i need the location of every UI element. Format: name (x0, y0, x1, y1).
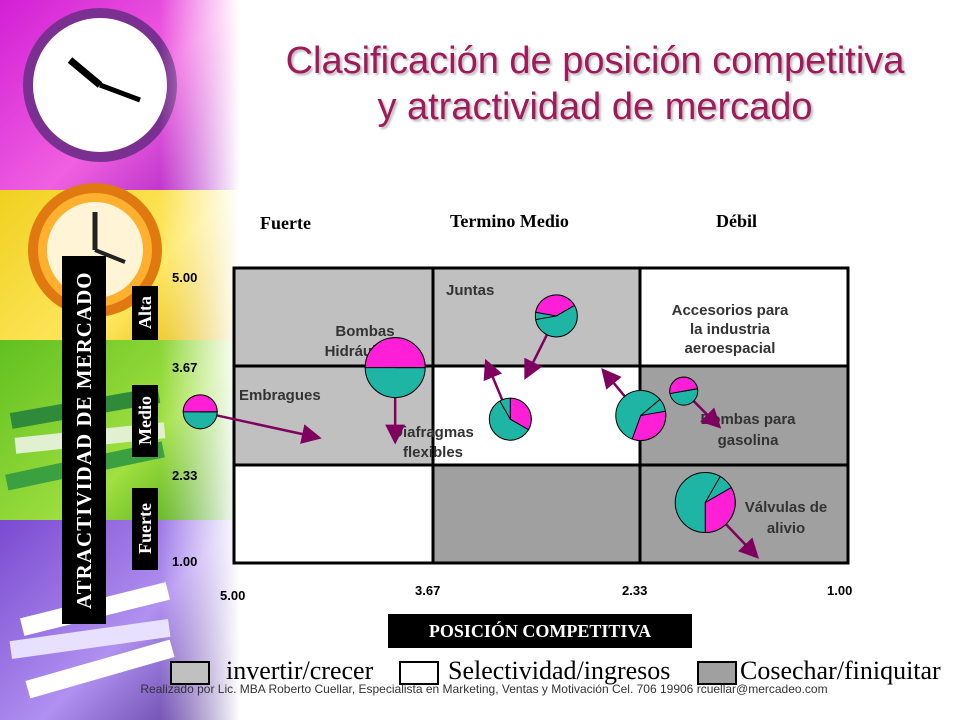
matrix-cell-2-1 (431, 463, 642, 565)
label-bombas-hidraulicas-1: Bombas (335, 323, 394, 340)
business-pie-divider-5 (640, 399, 661, 416)
label-accesorios-3: aeroespacial (685, 340, 776, 357)
business-pie-share-4 (509, 397, 532, 431)
matrix-cell-1-1 (431, 364, 642, 467)
label-valvulas-1: Válvulas de (745, 499, 828, 516)
column-header-strong: Fuerte (260, 213, 311, 233)
business-pie-share-3 (182, 394, 218, 413)
business-arrow-5 (601, 367, 626, 398)
business-pie-share-1 (364, 337, 426, 369)
business-pie-divider-6 (704, 476, 721, 503)
business-bubble-0 (524, 294, 578, 380)
title-line-2: y atractividad de mercado (377, 86, 813, 128)
label-embragues: Embragues (239, 387, 321, 404)
business-arrow-2 (692, 400, 722, 429)
label-diafragmas-1: Diafragmas (392, 424, 474, 441)
business-pie-divider-0 (535, 315, 557, 321)
business-bubble-6 (674, 472, 759, 559)
x-axis-title: POSICIÓN COMPETITIVA (388, 614, 692, 648)
legend-swatch-selectivity (399, 661, 439, 685)
business-pie-divider-4 (499, 400, 511, 420)
label-accesorios-2: la industria (690, 321, 771, 338)
label-valvulas-2: alivio (767, 520, 805, 537)
label-juntas: Juntas (446, 282, 494, 299)
business-bubble-4 (483, 358, 532, 441)
decorative-side-image (0, 0, 240, 720)
business-bubble-3 (182, 394, 322, 444)
label-accesorios-1: Accesorios para (672, 302, 789, 319)
matrix-cell-0-2 (638, 266, 850, 368)
business-arrow-3 (216, 414, 322, 444)
column-header-medium: Termino Medio (450, 211, 569, 231)
clock-icon (23, 8, 177, 162)
y-tick-2-33: 2.33 (172, 468, 197, 483)
business-pie-share-6 (704, 486, 736, 534)
legend-label-selectivity: Selectividad/ingresos (448, 656, 671, 685)
legend-label-invest: invertir/crecer (226, 656, 374, 685)
business-pie-divider-2 (683, 388, 698, 392)
label-diafragmas-2: flexibles (403, 444, 463, 461)
business-bubble-5 (601, 367, 667, 441)
footer-credit: Realizado por Lic. MBA Roberto Cuellar, … (140, 682, 828, 696)
y-tick-5: 5.00 (172, 270, 197, 285)
business-pie-share-0 (535, 294, 576, 317)
business-arrow-4 (483, 358, 504, 401)
legend-swatch-invest (170, 661, 210, 685)
x-tick-3-67: 3.67 (415, 583, 440, 598)
label-bombas-gasolina-1: Bombas para (700, 411, 796, 428)
page-title: Clasificación de posición competitiva y … (240, 38, 950, 130)
title-line-1: Clasificación de posición competitiva (285, 40, 905, 82)
y-tick-1: 1.00 (172, 554, 197, 569)
x-tick-1: 1.00 (827, 583, 852, 598)
x-tick-2-33: 2.33 (622, 583, 647, 598)
legend-swatch-harvest (697, 661, 737, 685)
matrix-cell-2-0 (232, 463, 435, 565)
label-bombas-gasolina-2: gasolina (718, 432, 780, 449)
business-pie-share-5 (631, 410, 667, 441)
y-tick-3-67: 3.67 (172, 360, 197, 375)
legend-label-harvest: Cosechar/finiquitar (740, 656, 941, 685)
x-tick-5: 5.00 (220, 588, 245, 603)
business-arrow-6 (725, 523, 759, 559)
business-bubble-2 (669, 376, 722, 429)
column-header-weak: Débil (716, 211, 758, 231)
business-bubble-1 (364, 337, 426, 445)
business-arrow-0 (524, 334, 549, 380)
